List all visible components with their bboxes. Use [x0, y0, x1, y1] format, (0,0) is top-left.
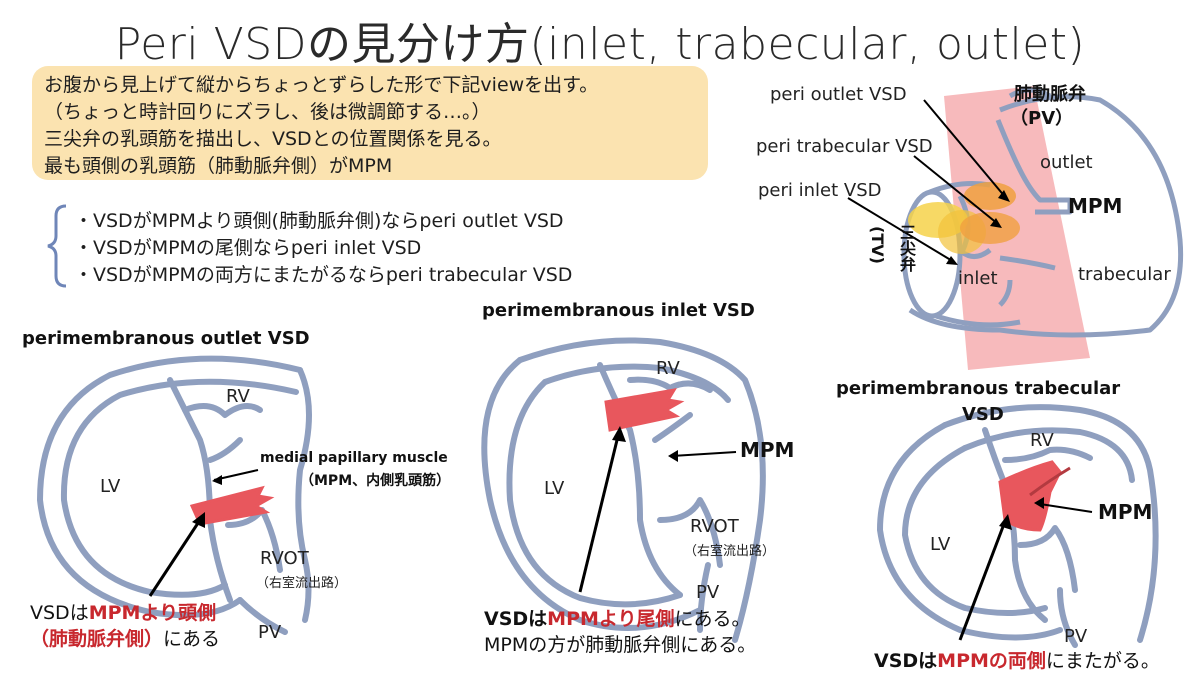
rules-bracket [47, 204, 67, 288]
trabecular-mpm-label: MPM [1098, 500, 1153, 524]
trabecular-vsd [998, 460, 1062, 532]
label-tricuspid-valve: 三尖弁 [897, 224, 916, 272]
rule-inlet: ・VSDがMPMの尾側ならperi inlet VSD [74, 237, 422, 259]
inlet-heart-diagram [481, 337, 766, 643]
outlet-pv-label: PV [258, 622, 282, 643]
inlet-mpm-label: MPM [740, 438, 795, 462]
rule-outlet: ・VSDがMPMより頭側(肺動脈弁側)ならperi outlet VSD [74, 210, 564, 232]
outlet-lv-label: LV [100, 476, 121, 497]
instruction-note-box [32, 66, 708, 180]
inlet-conclusion-highlight: MPMより尾側 [547, 608, 675, 630]
note-line-3: 三尖弁の乳頭筋を描出し、VSDとの位置関係を見る。 [44, 128, 502, 150]
outlet-mpm-label: medial papillary muscle [260, 450, 448, 466]
rule-trabecular: ・VSDがMPMの両方にまたがるならperi trabecular VSD [74, 264, 573, 286]
outlet-vsd [189, 485, 275, 526]
outlet-conclusion-line-2: （肺動脈弁側）にある [30, 624, 220, 651]
outlet-panel-heading: perimembranous outlet VSD [22, 328, 310, 349]
trabecular-conclusion-post: にまたがる。 [1045, 650, 1160, 672]
outlet-conclusion-pre: VSDは [30, 602, 89, 624]
label-outlet: outlet [1040, 152, 1093, 173]
trabecular-conclusion: VSDはMPMの両側にまたがる。 [874, 646, 1160, 673]
inlet-pv-label: PV [696, 582, 720, 603]
inlet-rvot-label: RVOT [690, 516, 739, 537]
note-line-4: 最も頭側の乳頭筋（肺動脈弁側）がMPM [44, 155, 393, 177]
inlet-vsd [604, 387, 685, 432]
outlet-mpm-label-jp: （MPM、内側乳頭筋） [300, 473, 451, 489]
inlet-lv-label: LV [544, 478, 565, 499]
inlet-conclusion-line-1: VSDはMPMより尾側にある。 [484, 604, 751, 631]
page-title: Peri VSDの見分け方(inlet, trabecular, outlet) [114, 19, 1086, 70]
inlet-panel-heading: perimembranous inlet VSD [482, 300, 755, 321]
trabecular-pv-label: PV [1064, 626, 1088, 647]
trabecular-lv-label: LV [930, 534, 951, 555]
trabecular-rv-label: RV [1030, 430, 1054, 451]
label-overview-mpm: MPM [1068, 194, 1123, 218]
label-peri-trabecular: peri trabecular VSD [756, 136, 933, 157]
trabecular-conclusion-pre: VSDは [874, 650, 938, 672]
outlet-conclusion-line-1: VSDはMPMより頭側 [30, 598, 216, 625]
outlet-conclusion-post: にある [163, 628, 221, 650]
inlet-rv-label: RV [656, 358, 680, 379]
note-line-2: （ちょっと時計回りにズラし、後は微調節する…。） [44, 101, 491, 123]
inlet-rvot-jp-label: （右室流出路） [684, 544, 776, 559]
inlet-conclusion-pre: VSDは [484, 608, 548, 630]
inlet-conclusion-line-2: MPMの方が肺動脈弁側にある。 [484, 634, 757, 656]
label-inlet: inlet [958, 268, 998, 289]
overview-vsd-blobs [960, 182, 1020, 244]
trabecular-conclusion-highlight: MPMの両側 [937, 650, 1046, 672]
outlet-rvot-label: RVOT [260, 548, 309, 569]
outlet-conclusion-highlight-2: （肺動脈弁側） [30, 628, 164, 650]
label-peri-outlet: peri outlet VSD [770, 84, 907, 105]
note-line-1: お腹から見上げて縦からちょっとずらした形で下記viewを出す。 [44, 74, 599, 96]
label-pv-abbr: （PV） [1010, 108, 1074, 129]
outlet-rv-label: RV [226, 386, 250, 407]
label-tv-abbr: (TV) [868, 226, 887, 264]
inlet-conclusion-post: にある。 [674, 608, 751, 630]
trabecular-panel-heading-2: VSD [962, 404, 1004, 425]
outlet-conclusion-highlight: MPMより頭側 [88, 602, 217, 624]
label-trabecular: trabecular [1078, 264, 1171, 285]
label-pulmonary-valve: 肺動脈弁 [1014, 84, 1086, 105]
trabecular-panel-heading-1: perimembranous trabecular [836, 378, 1121, 399]
overview-ventricle-outline [901, 87, 1184, 338]
outlet-rvot-jp-label: （右室流出路） [256, 576, 348, 591]
label-peri-inlet: peri inlet VSD [758, 180, 882, 201]
